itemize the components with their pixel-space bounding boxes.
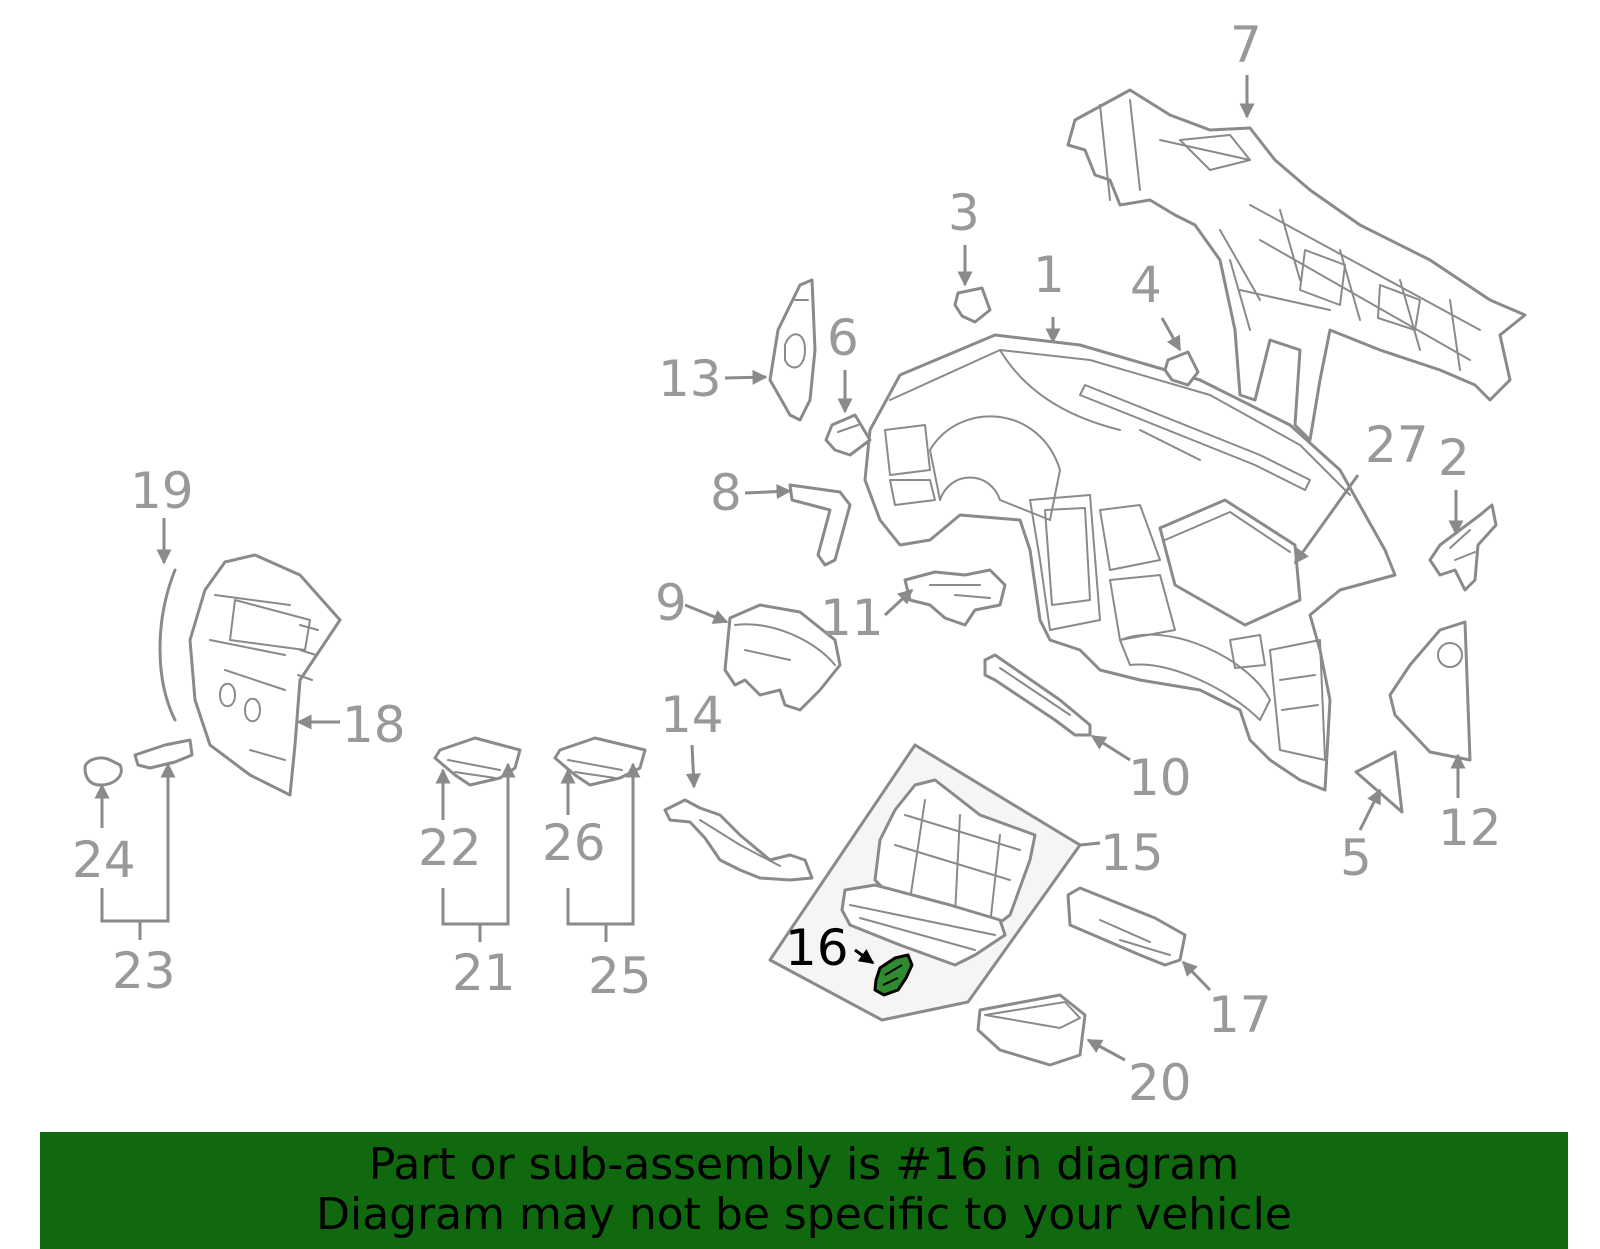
part-22-vent [433, 736, 522, 787]
callout-3: 3 [948, 184, 980, 242]
callout-2: 2 [1438, 429, 1470, 487]
callout-23: 23 [112, 942, 176, 1000]
part-19-trim-strip [158, 568, 177, 722]
part-16-glove-box-latch [873, 953, 914, 997]
callout-9: 9 [655, 574, 687, 632]
part-17-handle [1066, 886, 1187, 967]
callout-4: 4 [1130, 256, 1162, 314]
part-7-cross-car-beam [1066, 88, 1527, 442]
callout-8: 8 [710, 464, 742, 522]
callout-19: 19 [130, 462, 194, 520]
callout-18: 18 [342, 696, 406, 754]
callout-14: 14 [660, 686, 724, 744]
part-1-instrument-panel [863, 333, 1397, 792]
callout-22: 22 [418, 819, 482, 877]
callout-labels: 1 2 3 4 5 6 7 8 9 10 11 12 13 14 15 16 1… [72, 16, 1502, 1112]
callout-11: 11 [820, 589, 884, 647]
part-2-bracket [1428, 503, 1498, 592]
leader-16 [854, 948, 875, 965]
callout-21: 21 [452, 944, 516, 1002]
part-11-bracket [903, 568, 1007, 627]
part-24-knob [83, 756, 123, 787]
part-20-storage-tray [976, 993, 1087, 1067]
part-6-vent [824, 413, 872, 457]
leader-lines [94, 75, 1466, 1062]
callout-26: 26 [542, 814, 606, 872]
part-13-end-panel [768, 278, 817, 422]
info-banner: Part or sub-assembly is #16 in diagram D… [40, 1132, 1568, 1249]
part-4-clip [1163, 350, 1200, 387]
part-15-glove-box-region [768, 743, 1082, 1022]
callout-5: 5 [1340, 829, 1372, 887]
banner-part-note: Part or sub-assembly is #16 in diagram [368, 1139, 1240, 1190]
part-12-side-cover [1388, 620, 1472, 762]
callout-27: 27 [1365, 416, 1429, 474]
part-14-lower-rail [663, 798, 814, 882]
callout-7: 7 [1230, 16, 1262, 74]
part-3-clip [953, 286, 992, 324]
part-10-rail [983, 653, 1092, 737]
part-8-bracket [788, 483, 852, 567]
callout-24: 24 [72, 831, 136, 889]
part-27-airbag-door [1158, 498, 1302, 627]
callout-20: 20 [1128, 1054, 1192, 1112]
part-23-switch [133, 738, 194, 770]
part-18-center-bezel [188, 553, 342, 797]
callout-16: 16 [785, 919, 849, 977]
callout-12: 12 [1438, 799, 1502, 857]
callout-6: 6 [827, 309, 859, 367]
part-9-cluster-bezel [723, 603, 842, 712]
callout-1: 1 [1033, 246, 1065, 304]
callout-13: 13 [658, 350, 722, 408]
callout-10: 10 [1128, 749, 1192, 807]
callout-25: 25 [588, 947, 652, 1005]
banner-disclaimer: Diagram may not be specific to your vehi… [316, 1189, 1292, 1240]
part-5-trim [1354, 750, 1404, 814]
callout-15: 15 [1100, 824, 1164, 882]
callout-17: 17 [1208, 986, 1272, 1044]
part-26-vent [553, 736, 647, 787]
